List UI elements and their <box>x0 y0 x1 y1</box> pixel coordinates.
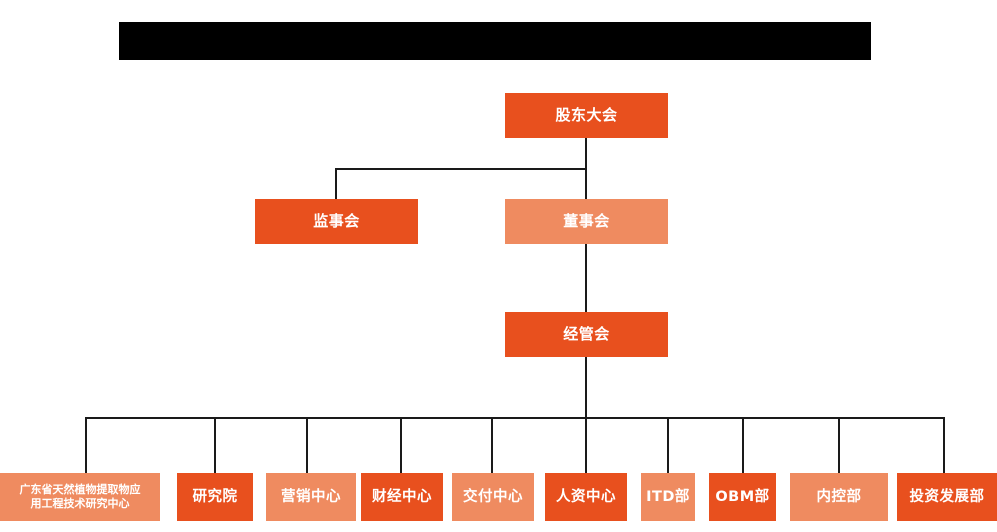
node-management-committee-label: 经管会 <box>563 325 610 344</box>
node-department-finance-center-label: 财经中心 <box>372 488 432 505</box>
node-department-delivery-center-label: 交付中心 <box>463 488 523 505</box>
node-department-obm-label: OBM部 <box>715 488 770 505</box>
node-shareholders-meeting-label: 股东大会 <box>555 106 618 125</box>
node-department-finance-center[interactable]: 财经中心 <box>361 473 443 521</box>
connector-level2-bar <box>335 168 587 170</box>
node-department-itd[interactable]: ITD部 <box>641 473 695 521</box>
connector-to-directors <box>585 168 587 199</box>
node-department-marketing-center-label: 营销中心 <box>281 488 341 505</box>
node-department-internal-control[interactable]: 内控部 <box>790 473 888 521</box>
connector-drop-dept-3 <box>306 417 308 473</box>
connector-drop-dept-9 <box>838 417 840 473</box>
connector-directors-to-management <box>585 244 587 312</box>
connector-management-down <box>585 357 587 418</box>
node-department-itd-label: ITD部 <box>646 488 690 505</box>
node-department-internal-control-label: 内控部 <box>816 488 862 505</box>
node-department-hr-center[interactable]: 人资中心 <box>545 473 627 521</box>
connector-drop-dept-4 <box>400 417 402 473</box>
redacted-title-bar <box>119 22 871 60</box>
connector-to-supervisors <box>335 168 337 199</box>
connector-drop-dept-6 <box>585 417 587 473</box>
node-department-obm[interactable]: OBM部 <box>709 473 776 521</box>
node-label-line-2: 用工程技术研究中心 <box>30 497 130 510</box>
node-management-committee[interactable]: 经管会 <box>505 312 668 357</box>
node-board-of-directors-label: 董事会 <box>563 212 610 231</box>
node-department-research-institute[interactable]: 研究院 <box>177 473 253 521</box>
node-board-of-directors[interactable]: 董事会 <box>505 199 668 244</box>
connector-drop-dept-7 <box>667 417 669 473</box>
connector-drop-dept-1 <box>85 417 87 473</box>
node-department-investment-development-label: 投资发展部 <box>909 488 985 505</box>
node-department-research-institute-label: 研究院 <box>192 488 238 505</box>
connector-drop-dept-8 <box>742 417 744 473</box>
connector-drop-dept-10 <box>943 417 945 473</box>
node-board-of-supervisors-label: 监事会 <box>313 212 360 231</box>
node-department-marketing-center[interactable]: 营销中心 <box>266 473 356 521</box>
connector-shareholders-down <box>585 138 587 169</box>
node-department-gd-research-center[interactable]: 广东省天然植物提取物应 用工程技术研究中心 <box>0 473 160 521</box>
node-department-investment-development[interactable]: 投资发展部 <box>897 473 997 521</box>
node-department-delivery-center[interactable]: 交付中心 <box>452 473 534 521</box>
node-board-of-supervisors[interactable]: 监事会 <box>255 199 418 244</box>
node-label-line-1: 广东省天然植物提取物应 <box>19 483 141 497</box>
connector-drop-dept-2 <box>214 417 216 473</box>
node-department-hr-center-label: 人资中心 <box>556 488 616 505</box>
connector-departments-bus <box>85 417 944 419</box>
node-department-gd-research-center-label: 广东省天然植物提取物应 用工程技术研究中心 <box>0 483 160 511</box>
connector-drop-dept-5 <box>491 417 493 473</box>
node-shareholders-meeting[interactable]: 股东大会 <box>505 93 668 138</box>
